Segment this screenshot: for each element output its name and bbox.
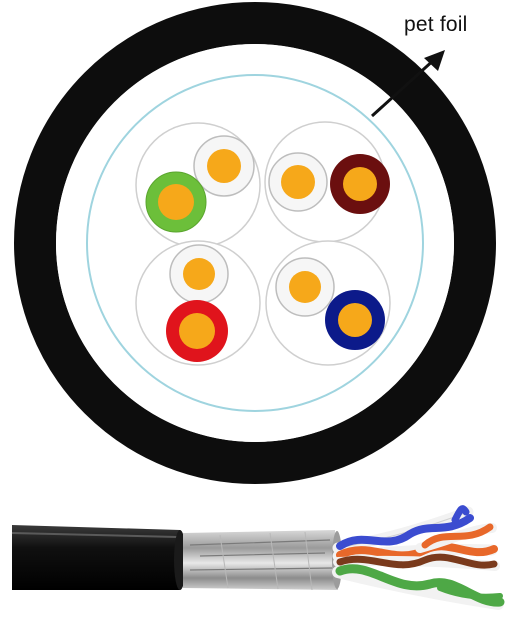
copper-conductor: [207, 149, 241, 183]
foil-shield: [183, 530, 338, 590]
green-pair: [136, 123, 260, 247]
copper-conductor: [183, 258, 215, 290]
copper-conductor: [179, 313, 215, 349]
cable-cross-section: [35, 23, 475, 463]
copper-conductor: [338, 303, 372, 337]
inner-jacket-fill: [56, 44, 454, 442]
copper-conductor: [158, 184, 194, 220]
pet-foil-label: pet foil: [404, 13, 467, 37]
twisted-pairs: [338, 509, 500, 604]
copper-conductor: [343, 167, 377, 201]
copper-conductor: [289, 271, 321, 303]
blue-pair: [266, 241, 390, 365]
copper-conductor: [281, 165, 315, 199]
cable-side-view: [12, 509, 500, 604]
orange-red-pair: [136, 241, 260, 365]
